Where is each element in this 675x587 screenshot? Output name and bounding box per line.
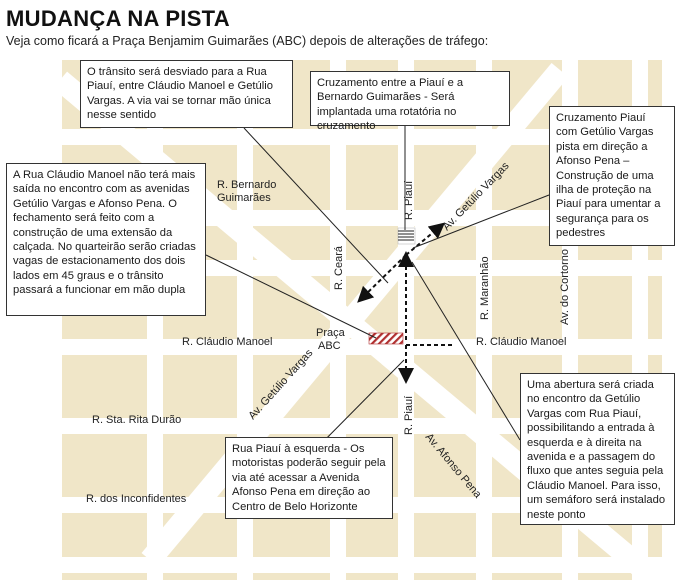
- callout-piaui-esquerda: Rua Piauí à esquerda - Os motoristas pod…: [225, 437, 393, 519]
- callout-desvio: O trânsito será desviado para a Rua Piau…: [80, 60, 293, 128]
- page-subtitle: Veja como ficará a Praça Benjamim Guimar…: [6, 34, 489, 48]
- label-piaui-upper: R. Piauí: [403, 181, 415, 220]
- label-cortorno: Av. do Cortorno: [559, 249, 571, 325]
- label-ceara: R. Ceará: [333, 245, 345, 290]
- avenue-getulio-vargas: [141, 62, 569, 568]
- label-praca-2: ABC: [318, 340, 341, 352]
- label-claudio-right: R. Cláudio Manoel: [476, 336, 567, 348]
- label-praca-1: Praça: [316, 327, 346, 339]
- label-piaui-lower: R. Piauí: [403, 396, 415, 435]
- traffic-arrows: [357, 222, 455, 384]
- callout-cruzamento-bernardo: Cruzamento entre a Piauí e a Bernardo Gu…: [310, 71, 510, 132]
- label-inconfidentes: R. dos Inconfidentes: [86, 493, 187, 505]
- label-bernardo-2: Guimarães: [217, 192, 271, 204]
- label-maranhao: R. Maranhão: [479, 256, 491, 320]
- callout-claudio-manoel: A Rua Cláudio Manoel não terá mais saída…: [6, 163, 206, 316]
- roundabout-marker: [397, 227, 416, 245]
- page-title: MUDANÇA NA PISTA: [6, 6, 230, 31]
- label-claudio-left: R. Cláudio Manoel: [182, 336, 273, 348]
- label-santa-rita: R. Sta. Rita Durão: [92, 414, 181, 426]
- callout-abertura: Uma abertura será criada no encontro da …: [520, 373, 675, 525]
- sidewalk-extension: [368, 332, 404, 345]
- label-bernardo-1: R. Bernardo: [217, 179, 276, 191]
- callout-cruzamento-getulio: Cruzamento Piauí com Getúlio Vargas pist…: [549, 106, 675, 246]
- crosswalk: [398, 230, 414, 241]
